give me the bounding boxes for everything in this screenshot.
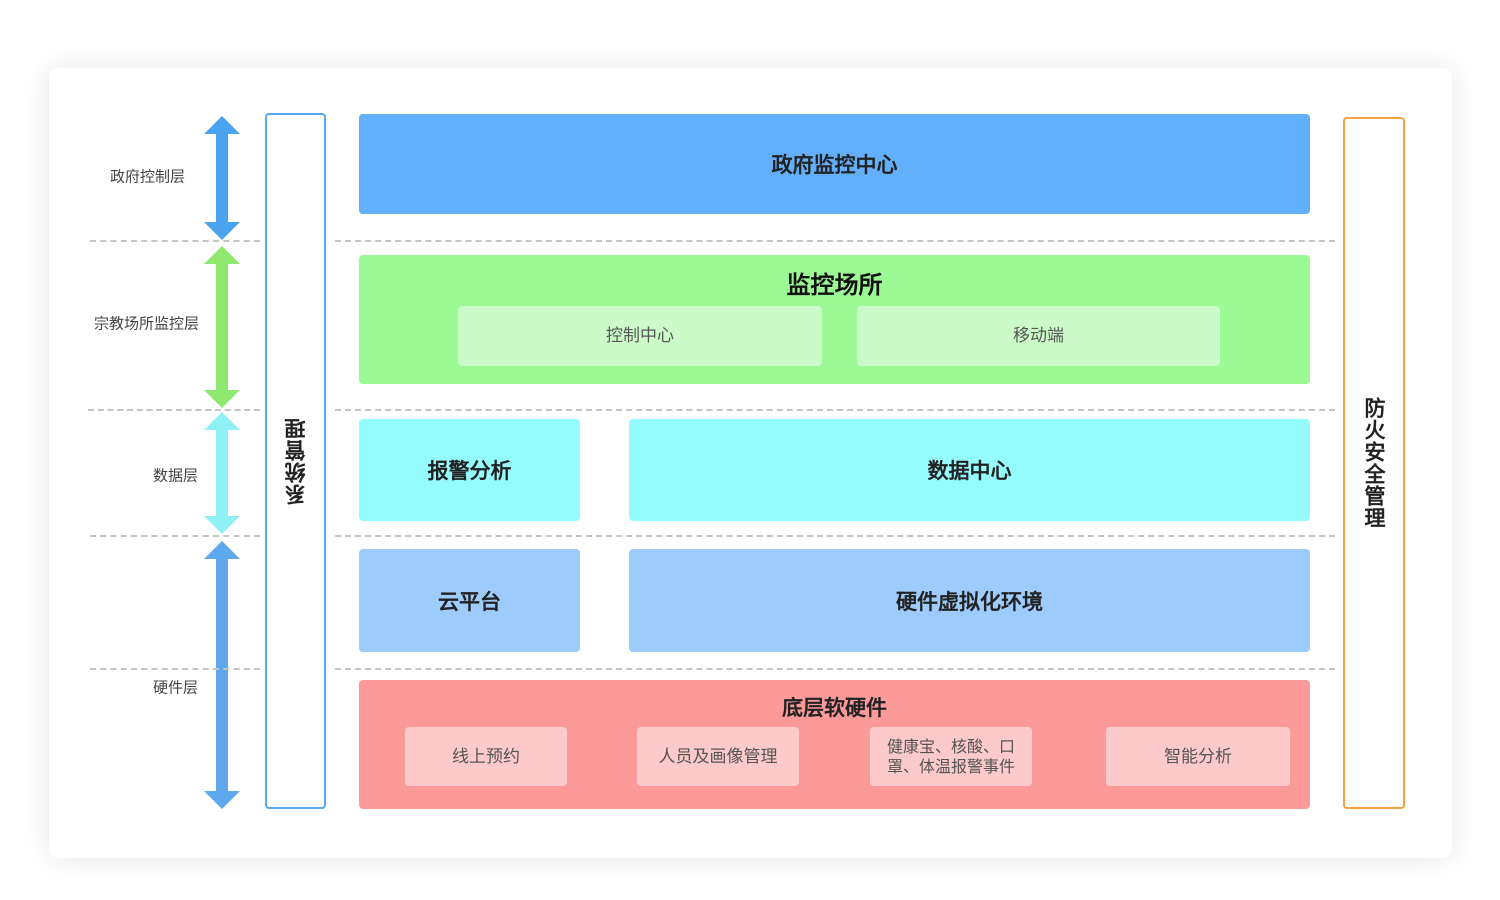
separator-4 [90, 668, 260, 670]
separator-3b [335, 535, 1335, 537]
monitoring-venue-title: 监控场所 [786, 271, 883, 299]
control-center-label: 控制中心 [606, 326, 674, 346]
fire-safety-management-bar: 防火安全管理 [1343, 117, 1405, 809]
layer-label-venue-monitoring: 宗教场所监控层 [94, 314, 200, 333]
data-center-label: 数据中心 [927, 459, 1012, 483]
layer-label-hardware: 硬件层 [153, 678, 199, 697]
separator-4b [335, 668, 1335, 670]
separator-2 [88, 409, 260, 411]
personnel-profile-management-label: 人员及画像管理 [658, 746, 778, 767]
mobile-terminal-label: 移动端 [1013, 326, 1064, 346]
cloud-platform: 云平台 [359, 549, 580, 652]
separator-2b [335, 409, 1335, 411]
system-management-label: 系统管理 [283, 417, 308, 505]
base-software-hardware-title: 底层软硬件 [782, 696, 887, 720]
separator-3 [90, 535, 260, 537]
government-monitoring-center: 政府监控中心 [359, 114, 1310, 214]
intelligent-analysis: 智能分析 [1106, 727, 1290, 786]
layer-arrow-hardware [204, 541, 240, 809]
separator-1 [90, 240, 260, 242]
government-monitoring-center-label: 政府监控中心 [771, 153, 898, 177]
layer-arrow-venue [204, 246, 240, 408]
fire-safety-management-label: 防火安全管理 [1362, 397, 1386, 529]
alarm-analysis: 报警分析 [359, 419, 580, 521]
mobile-terminal: 移动端 [857, 306, 1220, 366]
layer-label-government: 政府控制层 [110, 167, 186, 186]
online-booking-label: 线上预约 [452, 746, 520, 767]
intelligent-analysis-label: 智能分析 [1164, 746, 1232, 767]
hardware-virtualization-label: 硬件虚拟化环境 [896, 589, 1043, 614]
layer-label-data: 数据层 [153, 466, 199, 485]
health-alarm-events: 健康宝、核酸、口罩、体温报警事件 [870, 727, 1032, 786]
data-center: 数据中心 [629, 419, 1310, 521]
hardware-virtualization: 硬件虚拟化环境 [629, 549, 1310, 652]
health-alarm-events-label: 健康宝、核酸、口罩、体温报警事件 [886, 736, 1015, 776]
online-booking: 线上预约 [405, 727, 567, 786]
cloud-platform-label: 云平台 [438, 589, 501, 614]
personnel-profile-management: 人员及画像管理 [637, 727, 799, 786]
system-management-bar: 系统管理 [265, 113, 326, 809]
alarm-analysis-label: 报警分析 [427, 459, 512, 483]
layer-arrow-data [204, 412, 240, 534]
separator-1b [335, 240, 1335, 242]
control-center: 控制中心 [458, 306, 822, 366]
layer-arrow-government [204, 116, 240, 240]
